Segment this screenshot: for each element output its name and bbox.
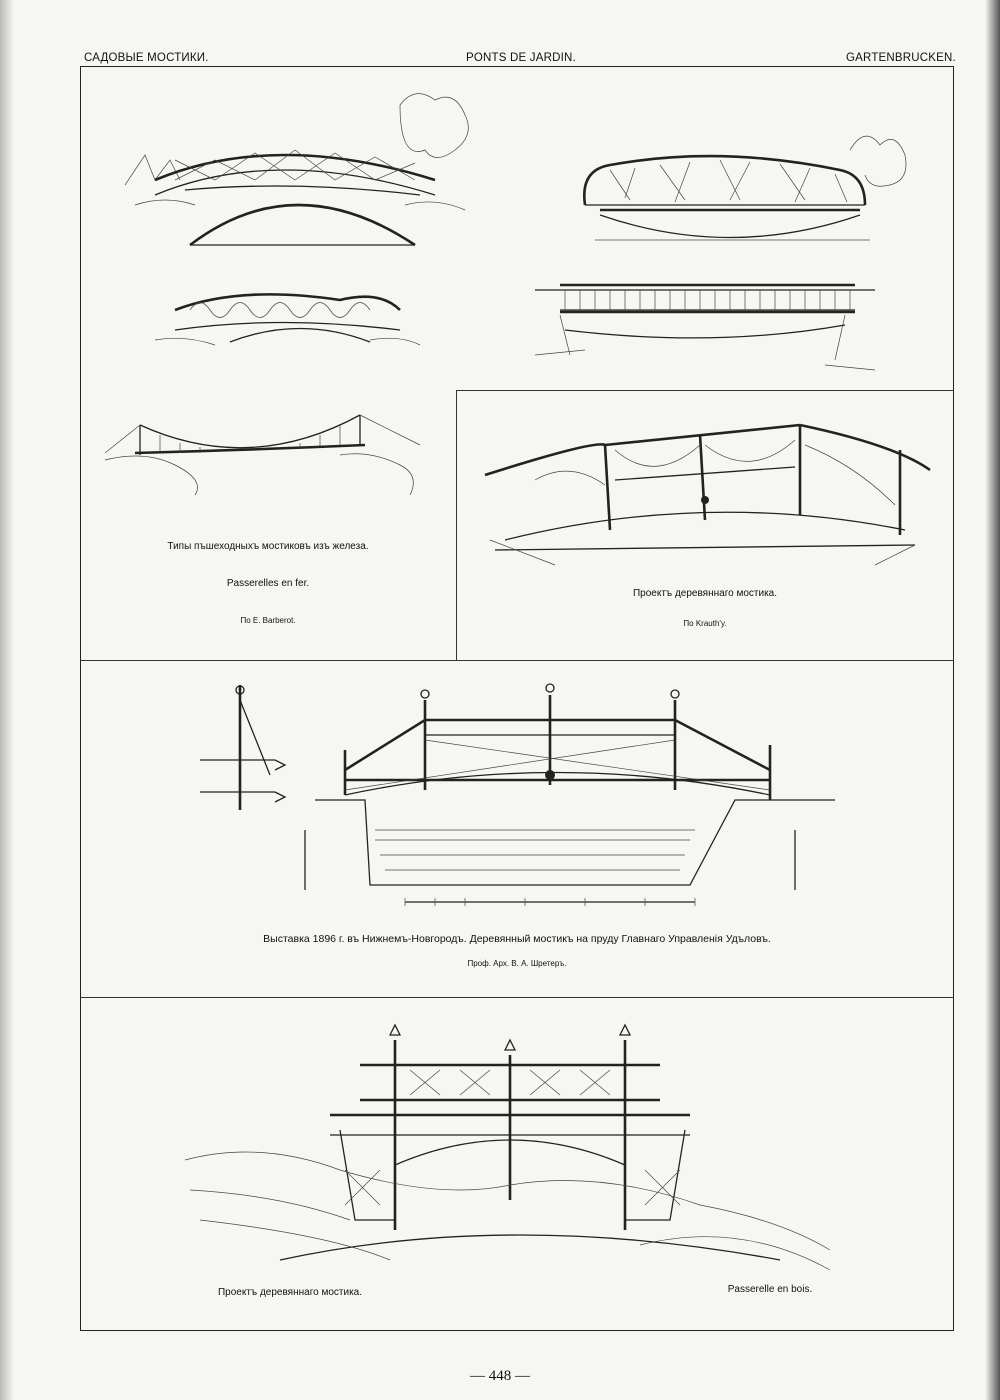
iron-bridge-scroll-illustration (154, 293, 421, 346)
iron-bridge-lattice-illustration (124, 93, 469, 247)
header-left: САДОВЫЕ МОСТИКИ. (84, 52, 209, 64)
book-spine-shadow (0, 0, 14, 1400)
iron-credit: По E. Barberot. (240, 616, 296, 625)
divider-krauth-left (456, 390, 457, 660)
exhibition-bridge-elevation-drawing (200, 683, 835, 906)
krauth-rustic-bridge-illustration (484, 423, 931, 566)
krauth-credit: По Krauth'y. (683, 619, 727, 628)
iron-bridge-girder-illustration (534, 283, 876, 371)
bottom-caption-fr: Passerelle en bois. (727, 1284, 813, 1295)
divider-middle (80, 660, 954, 661)
exhibition-credit: Проф. Арх. В. А. Шретеръ. (467, 959, 567, 968)
page-number: — 448 — (470, 1368, 530, 1384)
krauth-caption-ru: Проектъ деревяннаго мостика. (632, 588, 777, 599)
iron-bridge-branch-illustration (582, 135, 907, 241)
iron-caption-ru: Типы пъшеходныхъ мостиковъ изъ железа. (167, 541, 369, 552)
bottom-caption-ru: Проектъ деревяннаго мостика. (217, 1287, 362, 1298)
ornate-wooden-bridge-illustration (184, 1023, 831, 1271)
header-center: PONTS DE JARDIN. (466, 52, 576, 64)
header-right: GARTENBRUCKEN. (846, 52, 956, 64)
iron-caption-fr: Passerelles en fer. (226, 578, 310, 589)
iron-bridge-suspension-illustration (104, 414, 421, 496)
plate-frame (80, 66, 954, 1331)
exhibition-caption: Выставка 1896 г. въ Нижнемъ-Новгородъ. Д… (263, 933, 771, 945)
page-edge-shadow (985, 0, 1000, 1400)
divider-krauth-top (456, 390, 954, 391)
divider-bottom (80, 997, 954, 998)
